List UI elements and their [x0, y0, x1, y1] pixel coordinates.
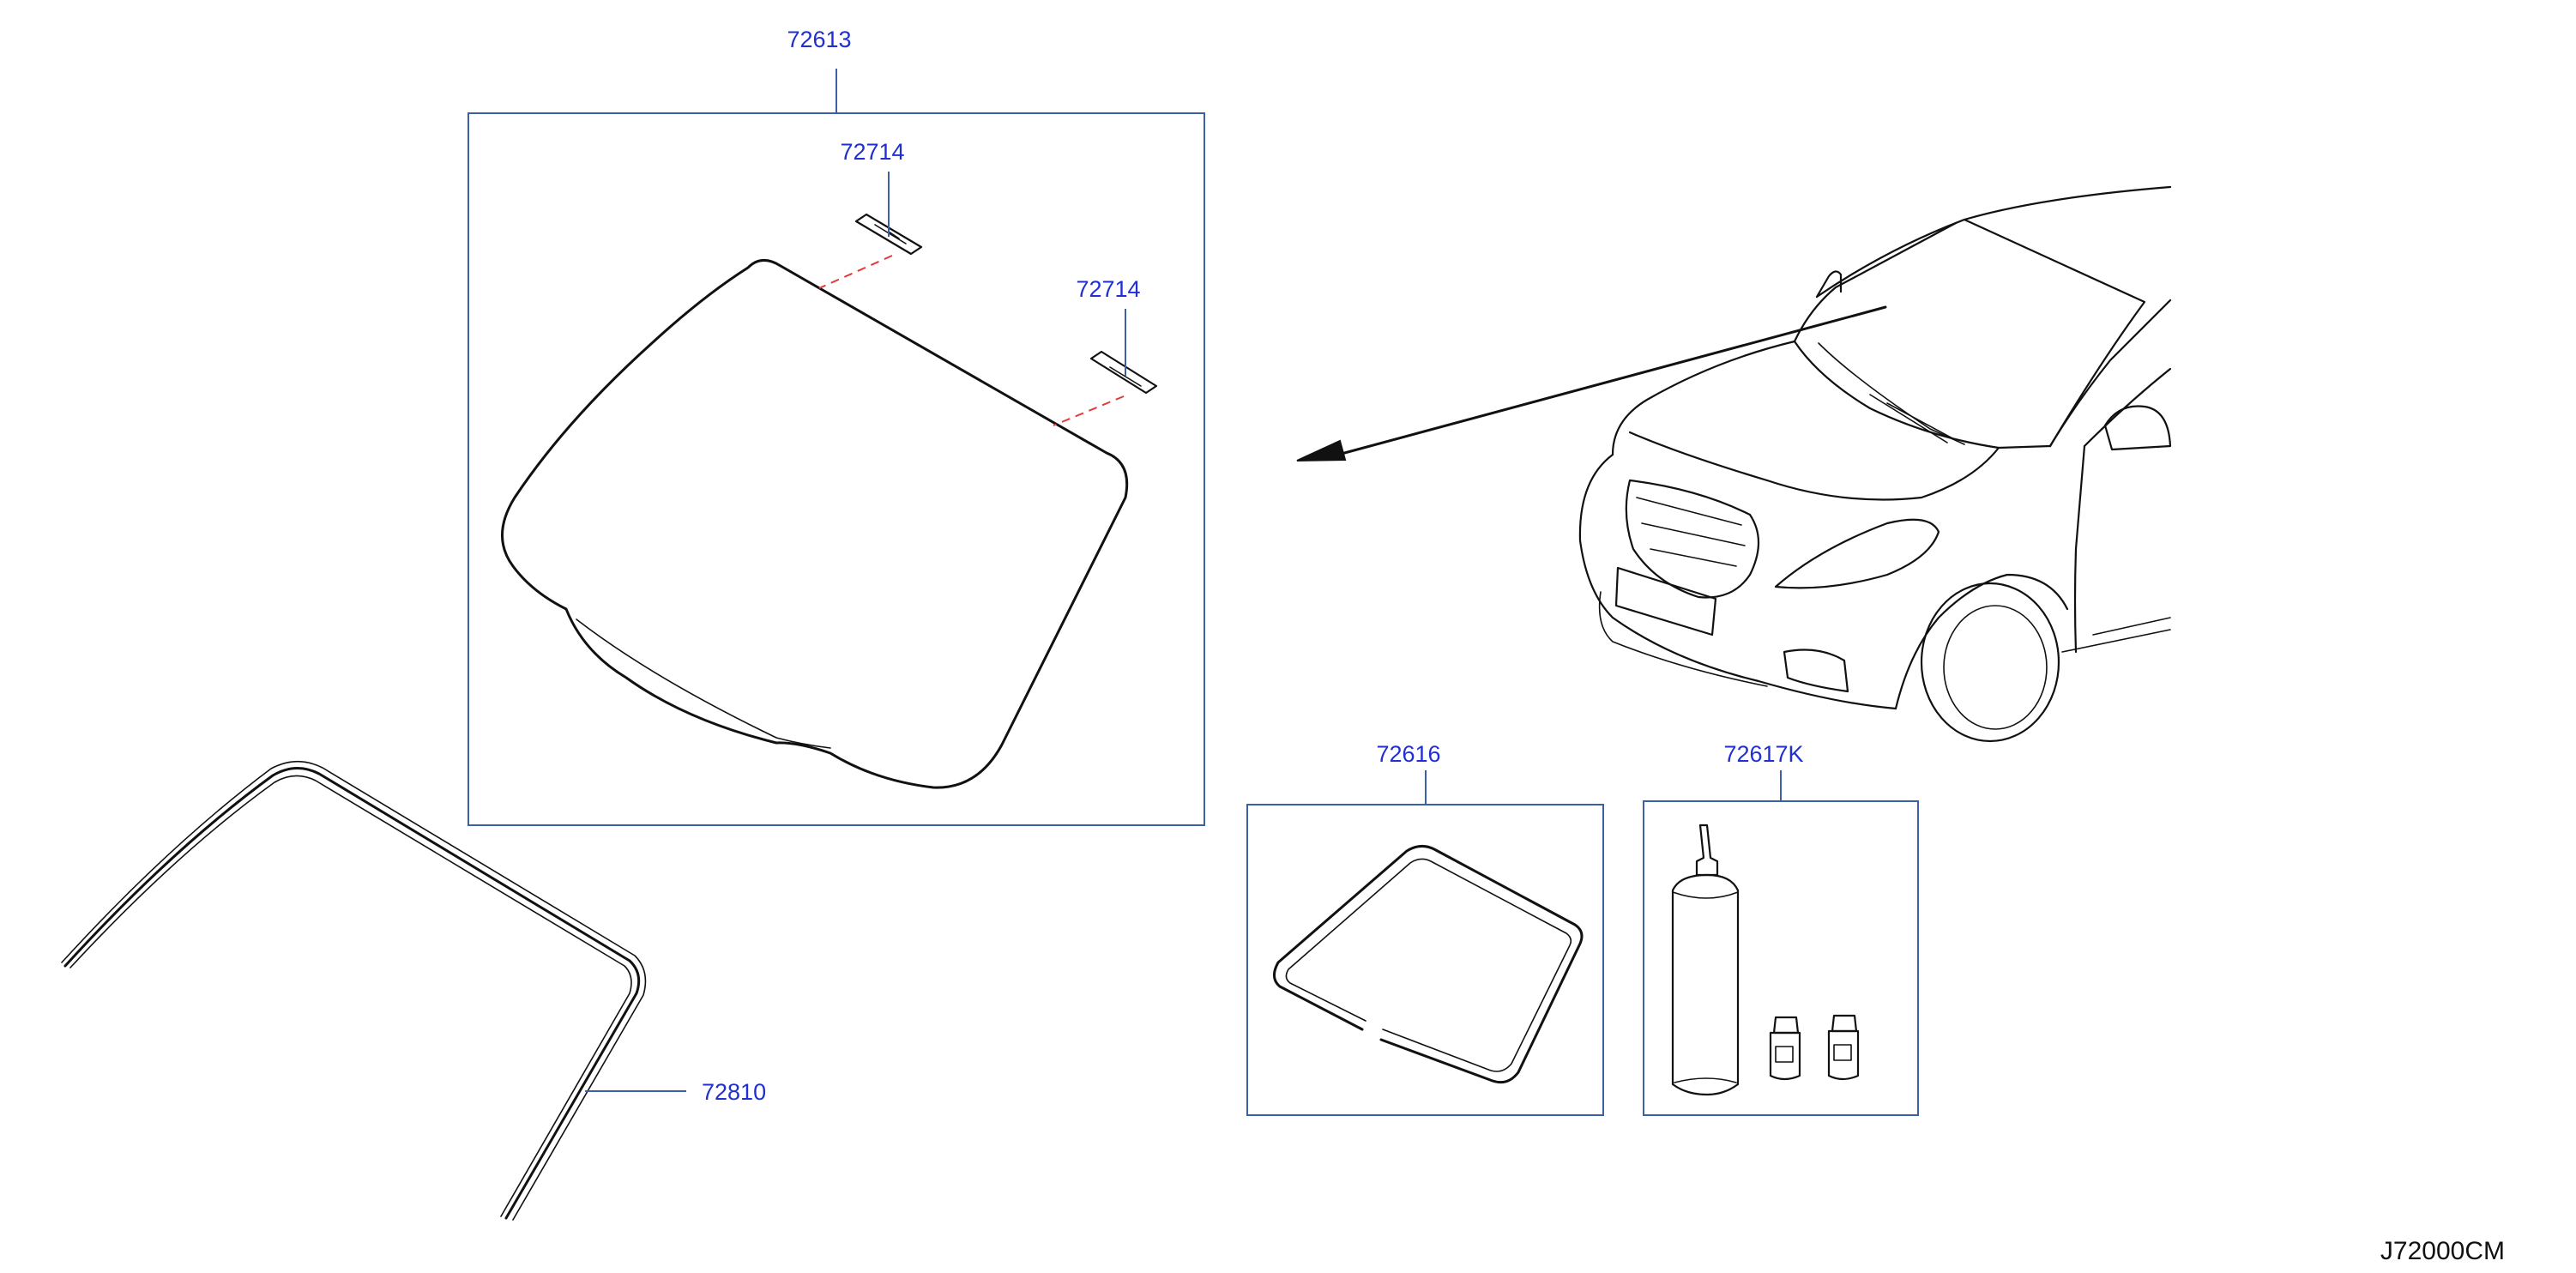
- clip-right-part-number[interactable]: 72714: [1076, 276, 1140, 302]
- moulding-part-number[interactable]: 72810: [702, 1079, 766, 1105]
- dam-kit-frame: [1246, 804, 1604, 1116]
- location-arrow: [1296, 305, 1887, 462]
- clip-upper-part-number[interactable]: 72714: [840, 139, 904, 165]
- dam-rubber-inner: [1285, 858, 1572, 1072]
- dam-kit-group: 72616: [1246, 741, 1604, 1116]
- adhesive-kit-part-number[interactable]: 72617K: [1723, 741, 1803, 767]
- adhesive-cartridge[interactable]: [1671, 824, 1740, 1096]
- windshield-lower-edge: [576, 618, 831, 749]
- windshield-glass-part-number[interactable]: 72613: [787, 27, 851, 52]
- adhesive-kit-group: 72617K: [1643, 741, 1919, 1116]
- moulding-group: 72810: [61, 760, 766, 1221]
- windshield-glass-group: 72613 72714 72714: [468, 27, 1205, 826]
- dam-kit-part-number[interactable]: 72616: [1376, 741, 1440, 767]
- adhesive-kit-frame: [1643, 800, 1919, 1116]
- moulding-outer-edge: [61, 760, 647, 1221]
- moulding-inner-edge: [69, 775, 632, 1217]
- clip-upper-dashed-leader: [818, 255, 893, 289]
- dam-rubber[interactable]: [1273, 845, 1584, 1084]
- primer-bottle-1[interactable]: [1769, 1016, 1801, 1081]
- glass-clip-upper[interactable]: [854, 213, 923, 256]
- diagram-code: J72000CM: [2380, 1237, 2505, 1265]
- windshield-glass[interactable]: [501, 259, 1129, 789]
- primer-bottle-2[interactable]: [1827, 1014, 1860, 1081]
- moulding[interactable]: [63, 767, 641, 1220]
- windshield-glass-frame: [468, 112, 1205, 826]
- glass-clip-right[interactable]: [1089, 350, 1158, 395]
- front-wheel: [1920, 582, 2060, 743]
- clip-right-dashed-leader: [1053, 395, 1125, 426]
- vehicle-illustration: [1578, 185, 2172, 743]
